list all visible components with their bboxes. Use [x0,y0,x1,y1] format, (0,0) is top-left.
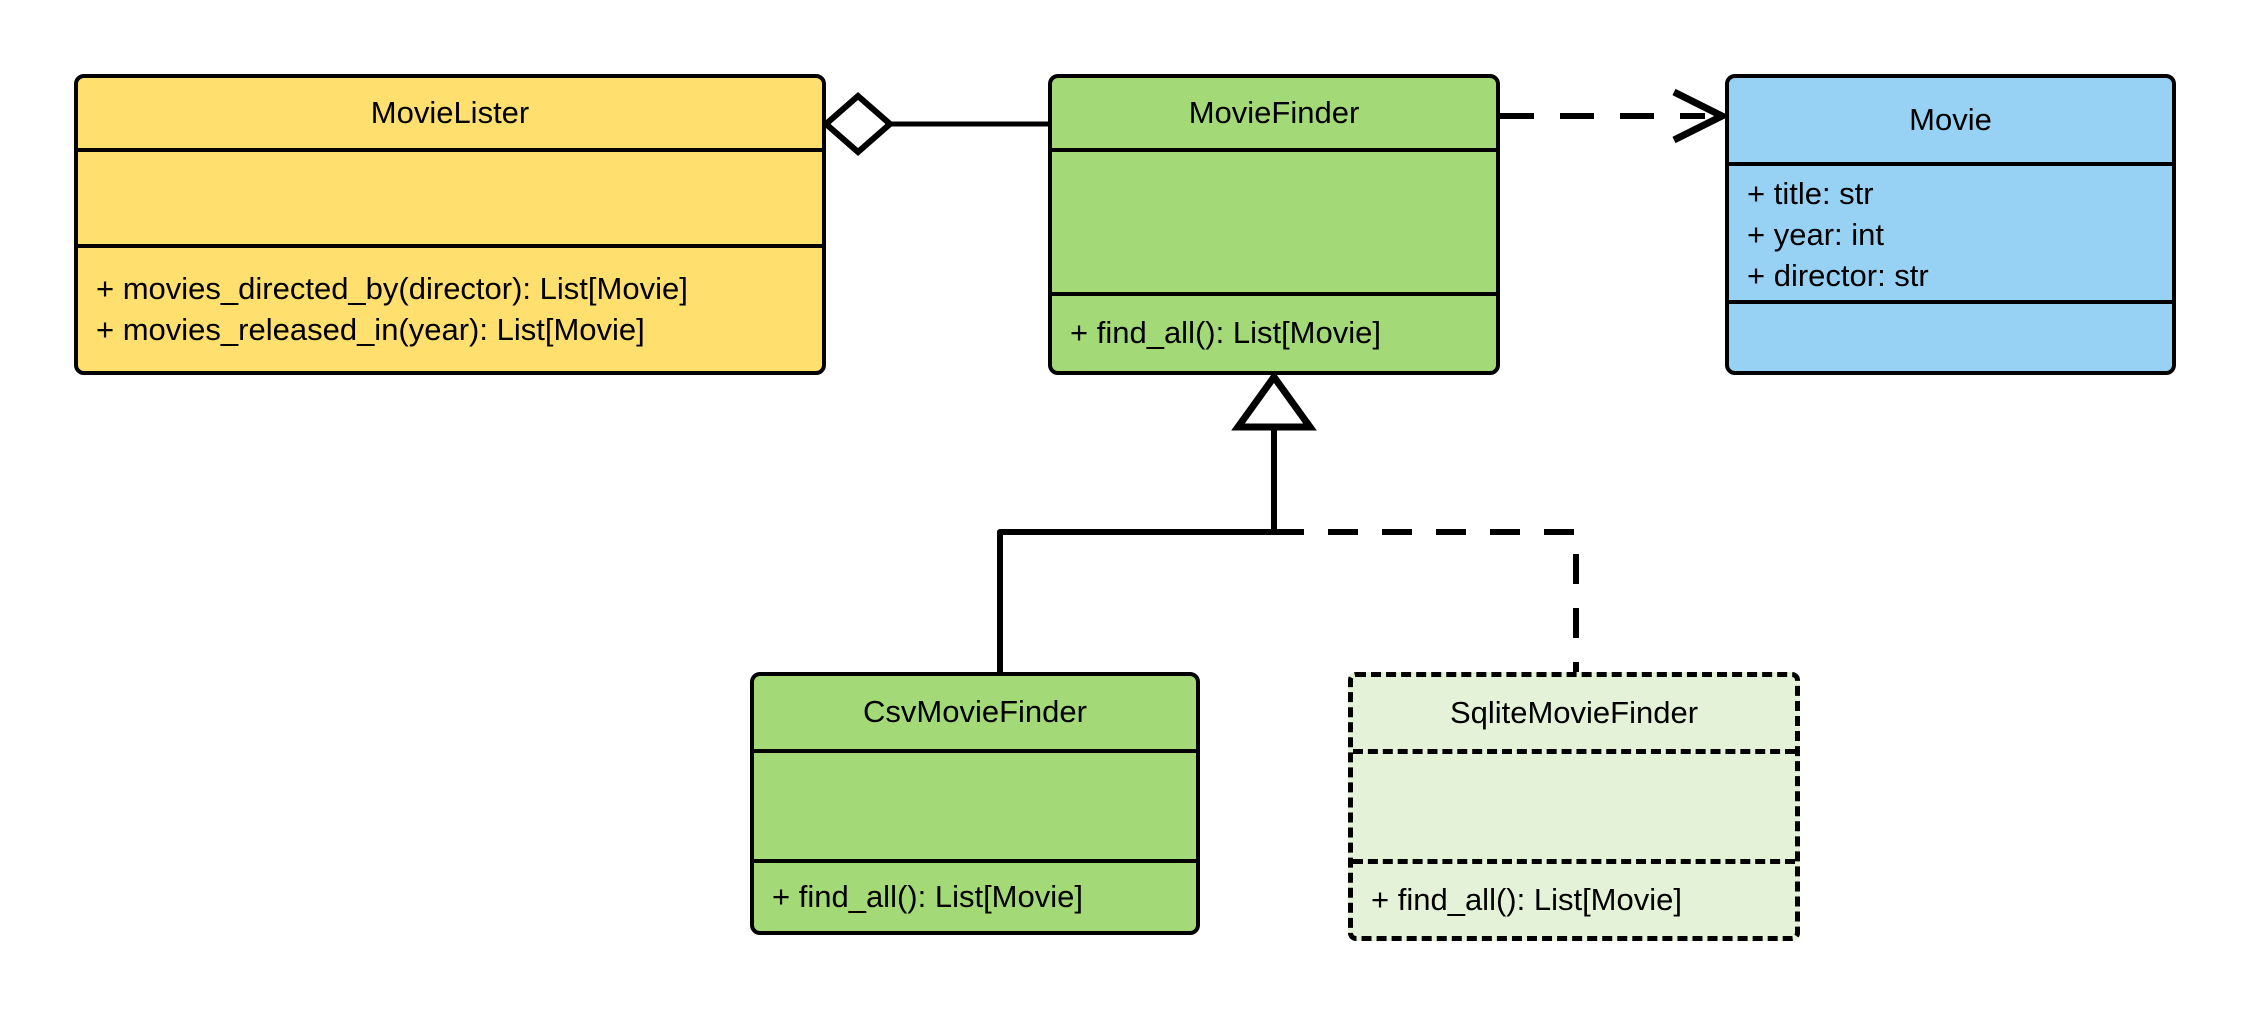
attribute-item: + director: str [1747,257,1929,293]
class-name-label: MovieFinder [1188,94,1360,130]
methods-compartment: + find_all(): List[Movie] [754,859,1196,931]
method-list [1729,304,2172,371]
attribute-item: + year: int [1747,216,1884,252]
method-list: + find_all(): List[Movie] [1052,296,1496,371]
methods-compartment: + movies_directed_by(director): List[Mov… [78,244,822,371]
class-name-compartment: Movie [1729,78,2172,162]
attributes-compartment [78,148,822,244]
class-box-sqlite-movie-finder[interactable]: SqliteMovieFinder + find_all(): List[Mov… [1348,672,1800,941]
open-arrow-icon [1672,88,1730,144]
attribute-list [754,753,1196,859]
generalization-sqlite-finder-edge[interactable] [1274,529,1579,672]
class-name-compartment: SqliteMovieFinder [1353,677,1795,749]
attributes-compartment [754,749,1196,859]
method-list: + movies_directed_by(director): List[Mov… [78,248,822,371]
hollow-diamond-icon [821,92,895,156]
realization-sqlite-line [1274,529,1579,672]
class-name-compartment: MovieLister [78,78,822,148]
method-item: + find_all(): List[Movie] [1070,315,1381,351]
method-list: + find_all(): List[Movie] [754,863,1196,931]
attribute-list [1353,754,1795,859]
class-name-label: Movie [1909,101,1992,137]
class-name-label: CsvMovieFinder [863,694,1087,730]
class-box-movie[interactable]: Movie + title: str + year: int + directo… [1725,74,2176,375]
attribute-item: + title: str [1747,176,1874,211]
attribute-list [78,152,822,244]
method-list: + find_all(): List[Movie] [1353,864,1795,936]
generalization-csv-finder-edge[interactable] [997,529,1274,672]
class-name-compartment: MovieFinder [1052,78,1496,148]
attribute-list: + title: str + year: int + director: str [1729,166,2172,300]
dependency-finder-movie-edge[interactable] [1500,88,1730,144]
generalization-triangle-group [1231,371,1317,532]
attribute-list [1052,152,1496,292]
methods-compartment: + find_all(): List[Movie] [1353,859,1795,936]
method-item: + movies_directed_by(director): List[Mov… [96,270,688,306]
hollow-triangle-icon [1231,371,1317,431]
attributes-compartment: + title: str + year: int + director: str [1729,162,2172,300]
class-name-compartment: CsvMovieFinder [754,676,1196,749]
methods-compartment: + find_all(): List[Movie] [1052,292,1496,371]
generalization-csv-line [997,529,1274,672]
method-item: + find_all(): List[Movie] [772,878,1083,914]
method-item: + movies_released_in(year): List[Movie] [96,311,645,347]
methods-compartment [1729,300,2172,371]
attributes-compartment [1052,148,1496,292]
class-box-movie-lister[interactable]: MovieLister + movies_directed_by(directo… [74,74,826,375]
attributes-compartment [1353,749,1795,859]
method-item: + find_all(): List[Movie] [1371,881,1682,917]
class-name-label: MovieLister [370,94,530,130]
aggregation-lister-finder-edge[interactable] [821,92,1048,156]
class-box-csv-movie-finder[interactable]: CsvMovieFinder + find_all(): List[Movie] [750,672,1200,935]
class-name-label: SqliteMovieFinder [1449,694,1699,730]
class-box-movie-finder[interactable]: MovieFinder + find_all(): List[Movie] [1048,74,1500,375]
